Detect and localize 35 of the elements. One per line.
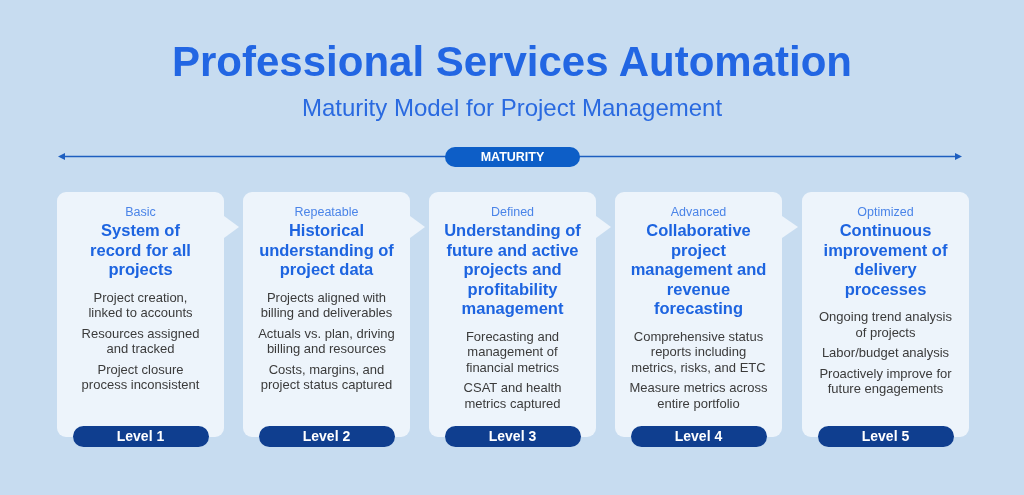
level-pill: Level 4 bbox=[630, 426, 767, 447]
level-name: Repeatable bbox=[294, 204, 359, 220]
chevron-arrow bbox=[782, 216, 798, 238]
card-bullet: Project closure process inconsistent bbox=[80, 361, 201, 393]
title: Professional Services Automation bbox=[172, 38, 852, 86]
card-heading: Continuous improvement of delivery processes bbox=[822, 221, 949, 299]
card-bullet: Comprehensive status reports including metrics, risks, and ETC bbox=[630, 328, 767, 375]
chevron-arrow bbox=[410, 216, 425, 238]
level-pill: Level 5 bbox=[817, 426, 954, 447]
card-bullet: Ongoing trend analysis of projects bbox=[818, 309, 953, 340]
level-name: Advanced bbox=[670, 204, 727, 220]
subtitle: Maturity Model for Project Management bbox=[301, 94, 723, 122]
card-bullet: CSAT and health metrics captured bbox=[462, 380, 563, 411]
level-pill: Level 1 bbox=[72, 426, 209, 447]
card-bullet: Project creation, linked to accounts bbox=[87, 289, 194, 321]
card-bullet: Costs, margins, and project status captured bbox=[259, 361, 394, 393]
card-bullet: Resources assigned and tracked bbox=[80, 325, 201, 357]
card-bullet: Forecasting and management of financial metrics bbox=[464, 328, 561, 375]
card-bullet: Proactively improve for future engagements bbox=[818, 365, 953, 397]
card-heading: Collaborative project management and revenue forecasting bbox=[629, 221, 768, 319]
level-name: Basic bbox=[125, 204, 156, 220]
level-name: Defined bbox=[490, 204, 535, 220]
level-name: Optimized bbox=[857, 204, 914, 220]
card-bullet: Actuals vs. plan, driving billing and resources bbox=[257, 325, 396, 357]
card-bullet: Labor/budget analysis bbox=[820, 345, 951, 361]
level-pill: Level 3 bbox=[444, 426, 581, 447]
level-pill: Level 2 bbox=[258, 426, 395, 447]
card-heading: Understanding of future and active projects and profitability management bbox=[443, 221, 582, 319]
card-heading: System of record for all projects bbox=[89, 221, 192, 280]
chevron-arrow bbox=[224, 216, 239, 238]
card-heading: Historical understanding of project data bbox=[258, 221, 395, 280]
card-bullet: Measure metrics across entire portfolio bbox=[628, 380, 769, 411]
chevron-arrow bbox=[596, 216, 611, 238]
maturity-pill: MATURITY bbox=[445, 147, 580, 167]
card-bullet: Projects aligned with billing and deliverables bbox=[259, 289, 394, 321]
